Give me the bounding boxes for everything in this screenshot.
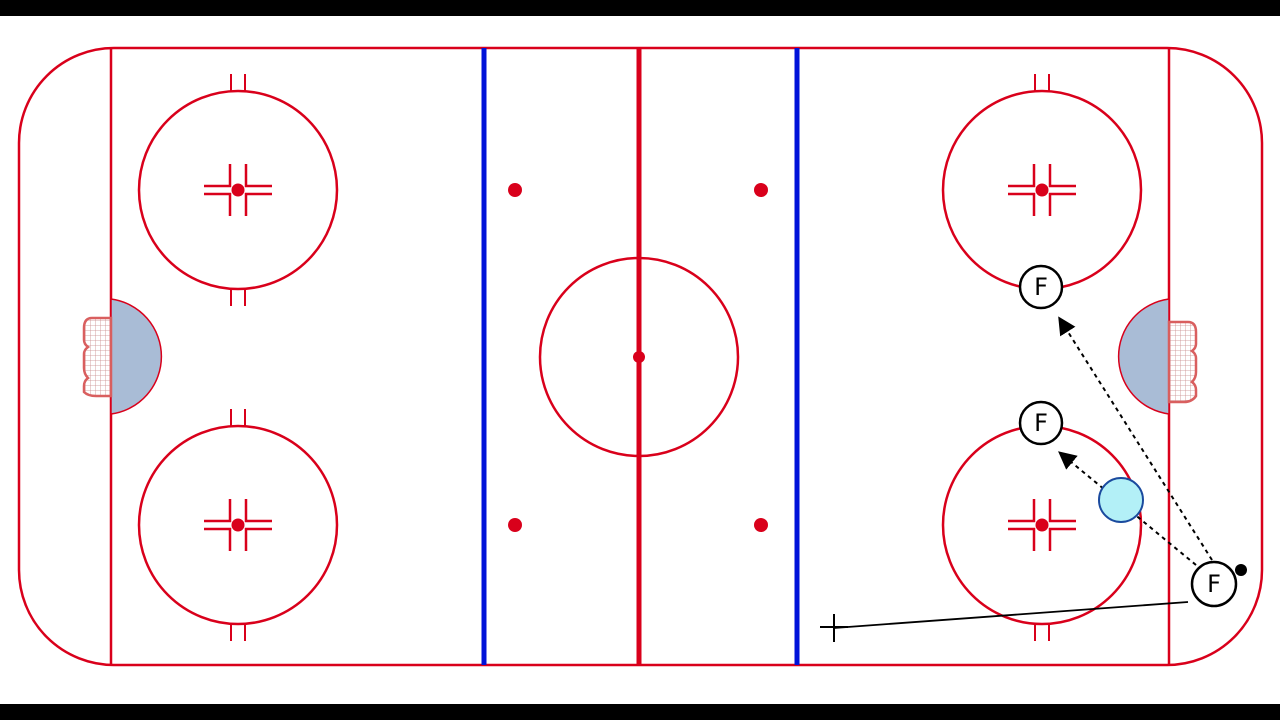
player-label: F xyxy=(1034,273,1048,301)
bottom-bar xyxy=(0,704,1280,720)
faceoff-dot xyxy=(1035,183,1049,197)
faceoff-circle-left-top xyxy=(137,74,339,306)
center-faceoff-dot xyxy=(633,351,645,363)
faceoff-dot xyxy=(231,183,245,197)
player-label: F xyxy=(1207,570,1221,598)
cone-icon xyxy=(1098,477,1144,523)
net-icon xyxy=(1167,320,1198,404)
faceoff-dot xyxy=(1035,518,1049,532)
neutral-dot-br xyxy=(754,518,768,532)
player-label: F xyxy=(1034,409,1048,437)
puck-icon xyxy=(1235,564,1247,576)
player-forward-top: F xyxy=(1018,264,1064,310)
pass-line-to-top-forward xyxy=(1058,316,1213,561)
net-icon xyxy=(82,316,113,398)
stop-marker-icon xyxy=(820,614,848,642)
crease-left xyxy=(110,298,163,415)
player-forward-puck: F xyxy=(1190,560,1238,608)
faceoff-dot xyxy=(231,518,245,532)
neutral-dot-tr xyxy=(754,183,768,197)
center-circle xyxy=(538,256,740,458)
neutral-dot-tl xyxy=(508,183,522,197)
skate-path-line xyxy=(833,601,1189,629)
player-forward-mid: F xyxy=(1018,400,1064,446)
neutral-dot-bl xyxy=(508,518,522,532)
crease-right xyxy=(1117,298,1170,415)
faceoff-circle-left-bottom xyxy=(137,409,339,641)
top-bar xyxy=(0,0,1280,16)
